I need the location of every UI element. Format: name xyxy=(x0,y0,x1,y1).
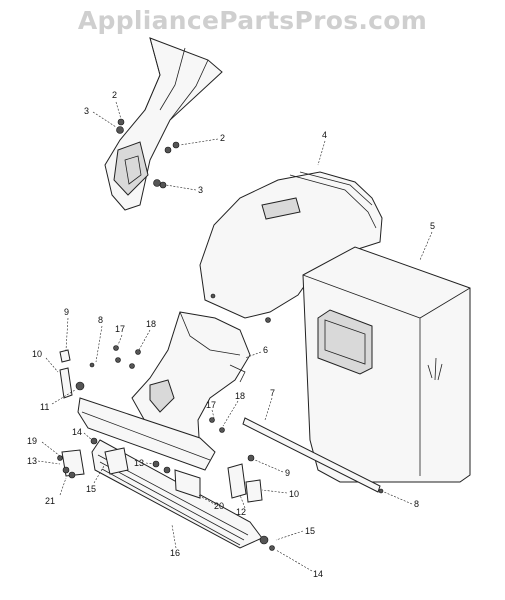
scraper-bar[interactable] xyxy=(91,439,263,549)
callout-9-lower: 9 xyxy=(285,468,290,478)
discharge-chute[interactable] xyxy=(104,37,223,211)
callout-14-lower: 14 xyxy=(313,569,323,579)
callout-2-top: 2 xyxy=(112,90,117,100)
watermark-text: AppliancePartsPros.com xyxy=(77,6,428,35)
callout-5: 5 xyxy=(430,221,435,231)
callout-15-left: 15 xyxy=(86,484,96,494)
callout-2-right: 2 xyxy=(220,133,225,143)
left-bracket-assembly[interactable] xyxy=(59,345,141,399)
callout-15-lower: 15 xyxy=(305,526,315,536)
wear-strip[interactable] xyxy=(242,417,381,493)
callout-10-lower: 10 xyxy=(289,489,299,499)
cross-bar[interactable] xyxy=(77,397,216,471)
callout-20: 20 xyxy=(214,501,224,511)
callout-13-left: 13 xyxy=(27,456,37,466)
callout-8-upper: 8 xyxy=(98,315,103,325)
auger-shroud[interactable] xyxy=(199,171,383,323)
callout-10-upper: 10 xyxy=(32,349,42,359)
callout-6: 6 xyxy=(263,345,268,355)
callout-13-center: 13 xyxy=(134,458,144,468)
callout-12: 12 xyxy=(236,507,246,517)
chute-leader-lines xyxy=(92,101,219,191)
callout-21: 21 xyxy=(45,496,55,506)
leader-lines xyxy=(37,140,433,572)
chute-hardware xyxy=(116,118,180,189)
callout-3-right: 3 xyxy=(198,185,203,195)
callout-11: 11 xyxy=(40,402,49,412)
callout-7: 7 xyxy=(270,388,275,398)
callout-9-upper: 9 xyxy=(64,307,69,317)
callout-16: 16 xyxy=(170,548,180,558)
rear-housing[interactable] xyxy=(302,246,471,483)
callout-18-upper: 18 xyxy=(146,319,156,329)
callout-4: 4 xyxy=(322,130,327,140)
callout-19: 19 xyxy=(27,436,37,446)
callout-17-upper: 17 xyxy=(115,324,125,334)
callout-17-lower: 17 xyxy=(206,400,216,410)
lower-brackets[interactable] xyxy=(57,417,384,551)
callout-18-lower: 18 xyxy=(235,391,245,401)
callout-14-left: 14 xyxy=(72,427,82,437)
callout-3-left: 3 xyxy=(84,106,89,116)
callout-8-lower: 8 xyxy=(414,499,419,509)
